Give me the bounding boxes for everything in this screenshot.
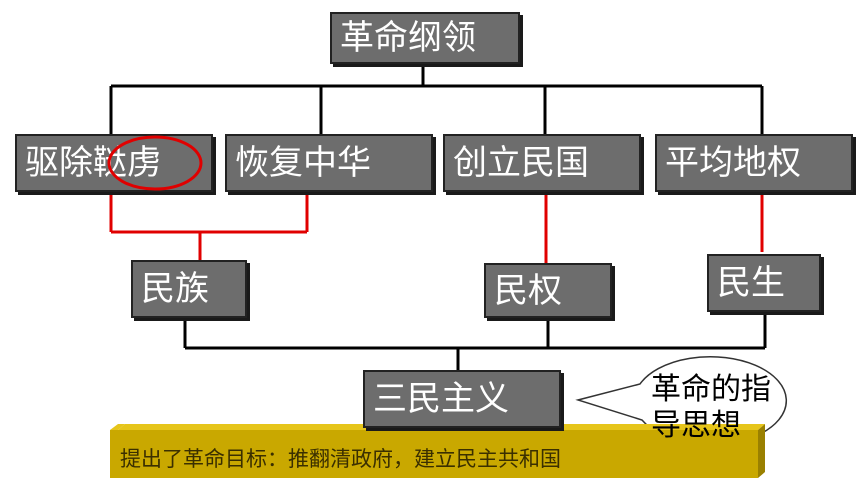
slogan-box-2: 恢复中华 [225,134,433,192]
banner-text: 提出了革命目标：推翻清政府，建立民主共和国 [120,447,561,471]
principle-box-2: 民权 [484,263,612,318]
slogan-label-4: 平均地权 [665,143,801,183]
root-box: 革命纲领 [330,12,520,64]
banner-slab [110,424,765,478]
slogan-box-4: 平均地权 [655,134,853,192]
slogan-box-1: 驱除鞑虏 [15,134,213,192]
callout-text: 革命的指导思想 [651,372,771,443]
principle-box-1: 民族 [131,260,247,318]
slogan-label-1: 驱除鞑虏 [25,143,161,183]
sum-connectors [183,312,767,370]
slogan-box-3: 创立民国 [443,134,641,192]
highlight-ellipse [107,135,203,191]
sum-box: 三民主义 [363,370,561,428]
principle-label-1: 民族 [141,269,209,309]
sum-label: 三民主义 [373,379,509,419]
slogan-label-3: 创立民国 [453,143,589,183]
principle-box-3: 民生 [707,254,821,312]
root-connectors [109,64,764,134]
principle-label-3: 民生 [717,263,785,303]
slogan-label-2: 恢复中华 [235,143,371,183]
root-label: 革命纲领 [340,18,476,58]
principle-label-2: 民权 [494,270,562,311]
principle-connectors [109,192,764,263]
